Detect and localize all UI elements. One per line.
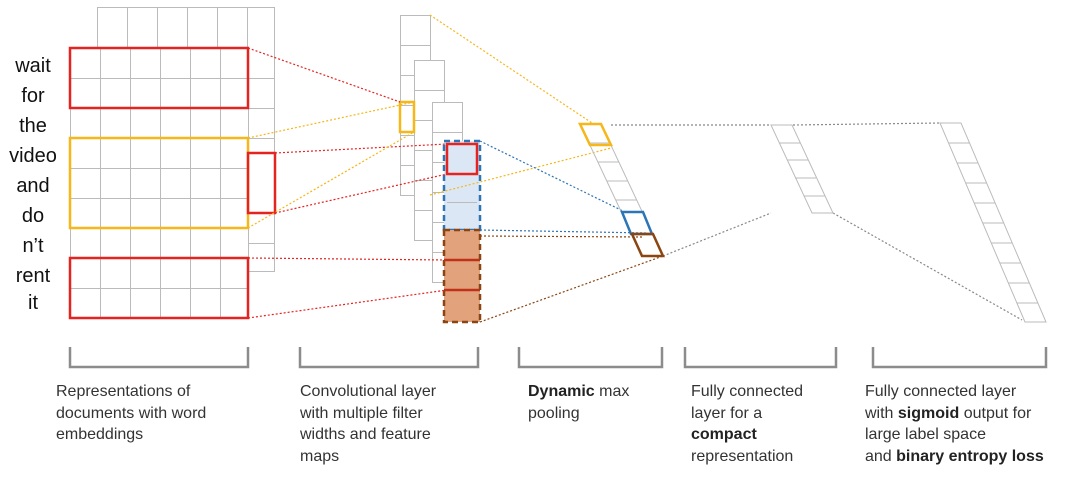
caption-text: Fully connected xyxy=(691,383,804,400)
caption-text: widths and feature xyxy=(300,426,431,444)
caption-embeddings: Representations of documents with word emb… xyxy=(56,381,206,446)
caption-text: documents with word xyxy=(56,404,207,422)
pooled-blue-cell xyxy=(620,210,654,236)
output-fc-layer xyxy=(939,122,1047,323)
section-brackets xyxy=(68,347,1048,369)
caption-text: Representations of xyxy=(56,383,191,400)
bracket-embeddings xyxy=(68,347,250,369)
input-word: and xyxy=(16,175,50,197)
caption-conv-layer: Convolutional layer with multiple filter w… xyxy=(300,381,436,467)
caption-bold-text: binary entropy loss xyxy=(896,447,1044,465)
caption-text: max xyxy=(594,383,630,400)
connector-lines xyxy=(247,14,664,323)
caption-line: Convolutional layer xyxy=(300,381,436,403)
caption-bold-text: Dynamic xyxy=(528,383,595,400)
input-word: rent xyxy=(15,265,51,287)
pooled-orange-cell xyxy=(578,122,613,147)
caption-text: embeddings xyxy=(56,426,144,444)
caption-bold-text: sigmoid xyxy=(897,404,960,422)
caption-text: with xyxy=(865,404,898,422)
red-filter-window-1 xyxy=(68,46,250,110)
caption-line: Dynamic max xyxy=(528,381,629,403)
bracket-compact xyxy=(683,347,838,369)
caption-text: layer for a xyxy=(691,404,763,422)
caption-text: with multiple filter xyxy=(300,404,423,422)
caption-text: Convolutional layer xyxy=(300,383,437,400)
compact-fc-layer xyxy=(770,124,834,214)
caption-bold-text: compact xyxy=(691,426,757,444)
caption-line: with sigmoid output for xyxy=(865,403,1044,425)
caption-text: large label space xyxy=(865,426,986,444)
red-feature-cell xyxy=(445,142,479,176)
caption-line: Fully connected layer xyxy=(865,381,1044,403)
input-word: wait xyxy=(15,55,51,77)
caption-line: embeddings xyxy=(56,424,206,446)
caption-text: Fully connected layer xyxy=(865,383,1017,400)
caption-text: maps xyxy=(300,447,340,465)
caption-line: Fully connected xyxy=(691,381,803,403)
filter-windows xyxy=(68,46,277,320)
caption-line: large label space xyxy=(865,424,1044,446)
caption-line: widths and feature xyxy=(300,424,436,446)
caption-text: representation xyxy=(691,447,794,465)
red-filter-window-2 xyxy=(246,151,277,215)
caption-compact-fc: Fully connected layer for a compact represe… xyxy=(691,381,803,467)
caption-text: pooling xyxy=(528,404,580,422)
input-word: do xyxy=(21,205,45,227)
caption-line: pooling xyxy=(528,403,629,425)
fc-connector-lines xyxy=(611,122,1023,321)
bracket-output xyxy=(871,347,1048,369)
caption-line: documents with word xyxy=(56,403,206,425)
caption-line: maps xyxy=(300,446,436,468)
input-word: video xyxy=(9,145,57,167)
caption-text: and xyxy=(865,447,897,465)
input-word: the xyxy=(19,115,47,137)
pooled-brown-cell xyxy=(630,232,665,258)
red-filter-window-3 xyxy=(68,256,250,320)
caption-line: layer for a xyxy=(691,403,803,425)
caption-line: with multiple filter xyxy=(300,403,436,425)
caption-line: representation xyxy=(691,446,803,468)
blue-feature-map xyxy=(442,139,482,232)
bracket-pooling xyxy=(517,347,664,369)
caption-line: Representations of xyxy=(56,381,206,403)
caption-text: output for xyxy=(959,404,1032,422)
orange-feature-cell xyxy=(398,100,416,134)
input-word: it xyxy=(28,292,38,314)
input-word: for xyxy=(21,85,45,107)
bracket-conv xyxy=(298,347,480,369)
caption-line: compact xyxy=(691,424,803,446)
embedding-matrix xyxy=(70,7,275,319)
brown-feature-map xyxy=(444,230,480,322)
caption-output-fc: Fully connected layer with sigmoid output… xyxy=(865,381,1044,467)
caption-line: and binary entropy loss xyxy=(865,446,1044,468)
input-word: n’t xyxy=(22,235,44,257)
